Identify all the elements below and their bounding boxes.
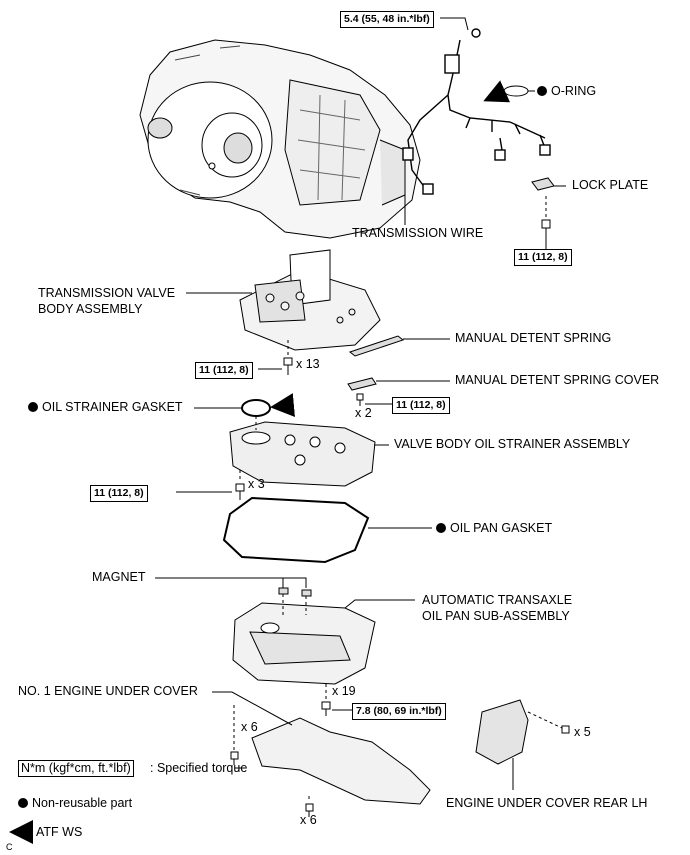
count-strainer: x 3 — [248, 477, 265, 491]
oil-pan-gasket-part — [222, 496, 370, 564]
label-manual-detent-spring-cover: MANUAL DETENT SPRING COVER — [455, 373, 660, 387]
torque-strainer-bolts: 11 (112, 8) — [90, 485, 148, 502]
lock-plate-part — [531, 177, 555, 191]
valve-body-part — [239, 249, 381, 351]
legend-torque-desc: : Specified torque — [150, 761, 248, 775]
non-reusable-dot-icon — [18, 798, 28, 808]
valve-body-oil-strainer-part — [229, 421, 376, 487]
torque-lock-plate-bolt: 11 (112, 8) — [514, 249, 572, 266]
label-no1-engine-under-cover: NO. 1 ENGINE UNDER COVER — [18, 684, 198, 698]
legend-torque-unit: N*m (kgf*cm, ft.*lbf) — [18, 760, 134, 777]
manual-detent-spring-cover-part — [347, 377, 377, 391]
under-cover-bolt-bottom — [305, 803, 314, 817]
legend-non-reusable: Non-reusable part — [18, 796, 132, 811]
non-reusable-dot-icon — [537, 86, 547, 96]
count-detent: x 2 — [355, 406, 372, 420]
count-rear-cover: x 5 — [574, 725, 591, 739]
label-oil-pan-gasket: OIL PAN GASKET — [436, 521, 552, 536]
label-magnet: MAGNET — [92, 570, 146, 584]
transmission-wire — [402, 28, 551, 195]
legend-atf: ATF WS — [36, 825, 83, 839]
torque-oil-pan-bolts: 7.8 (80, 69 in.*lbf) — [352, 703, 446, 720]
label-valve-body-line2: BODY ASSEMBLY — [38, 302, 143, 316]
valve-body-bolt — [283, 357, 293, 375]
leader-lines — [155, 17, 566, 802]
count-under-cover-bottom: x 6 — [300, 813, 317, 827]
atf-arrow-o-ring — [483, 80, 511, 103]
label-o-ring: O-RING — [537, 84, 596, 99]
no1-engine-under-cover-part — [251, 717, 431, 805]
atf-arrow-strainer-gasket — [270, 393, 296, 418]
label-manual-detent-spring: MANUAL DETENT SPRING — [455, 331, 612, 345]
rear-cover-bolt — [561, 725, 570, 734]
strainer-bolt — [235, 483, 245, 500]
count-oil-pan: x 19 — [332, 684, 356, 698]
count-under-cover-top: x 6 — [241, 720, 258, 734]
label-oil-pan-line1: AUTOMATIC TRANSAXLE — [422, 593, 573, 607]
torque-harness-bolt: 5.4 (55, 48 in.*lbf) — [340, 11, 434, 28]
lock-plate-bolt — [541, 219, 551, 238]
oil-pan-bolt — [321, 701, 331, 716]
transaxle-case — [139, 39, 421, 239]
label-lock-plate: LOCK PLATE — [572, 178, 649, 192]
oil-pan-part — [232, 602, 376, 685]
non-reusable-dot-icon — [436, 523, 446, 533]
count-valve-body: x 13 — [296, 357, 320, 371]
magnet-parts — [278, 587, 312, 597]
under-cover-bolt-top — [230, 751, 239, 765]
manual-detent-spring-part — [348, 335, 405, 357]
oil-strainer-gasket-part — [241, 399, 271, 417]
non-reusable-dot-icon — [28, 402, 38, 412]
label-transmission-wire: TRANSMISSION WIRE — [352, 226, 484, 240]
label-valve-body-oil-strainer: VALVE BODY OIL STRAINER ASSEMBLY — [394, 437, 631, 451]
label-oil-strainer-gasket: OIL STRAINER GASKET — [28, 400, 183, 415]
torque-valve-body-bolts: 11 (112, 8) — [195, 362, 253, 379]
engine-under-cover-rear-part — [475, 699, 529, 765]
torque-detent-cover-bolts: 11 (112, 8) — [392, 397, 450, 414]
label-engine-under-cover-rear: ENGINE UNDER COVER REAR LH — [446, 796, 648, 810]
detent-cover-bolt — [356, 393, 364, 406]
figure-code: C — [6, 842, 13, 852]
label-valve-body-line1: TRANSMISSION VALVE — [38, 286, 176, 300]
o-ring-part — [503, 85, 529, 97]
label-oil-pan-line2: OIL PAN SUB-ASSEMBLY — [422, 609, 570, 623]
